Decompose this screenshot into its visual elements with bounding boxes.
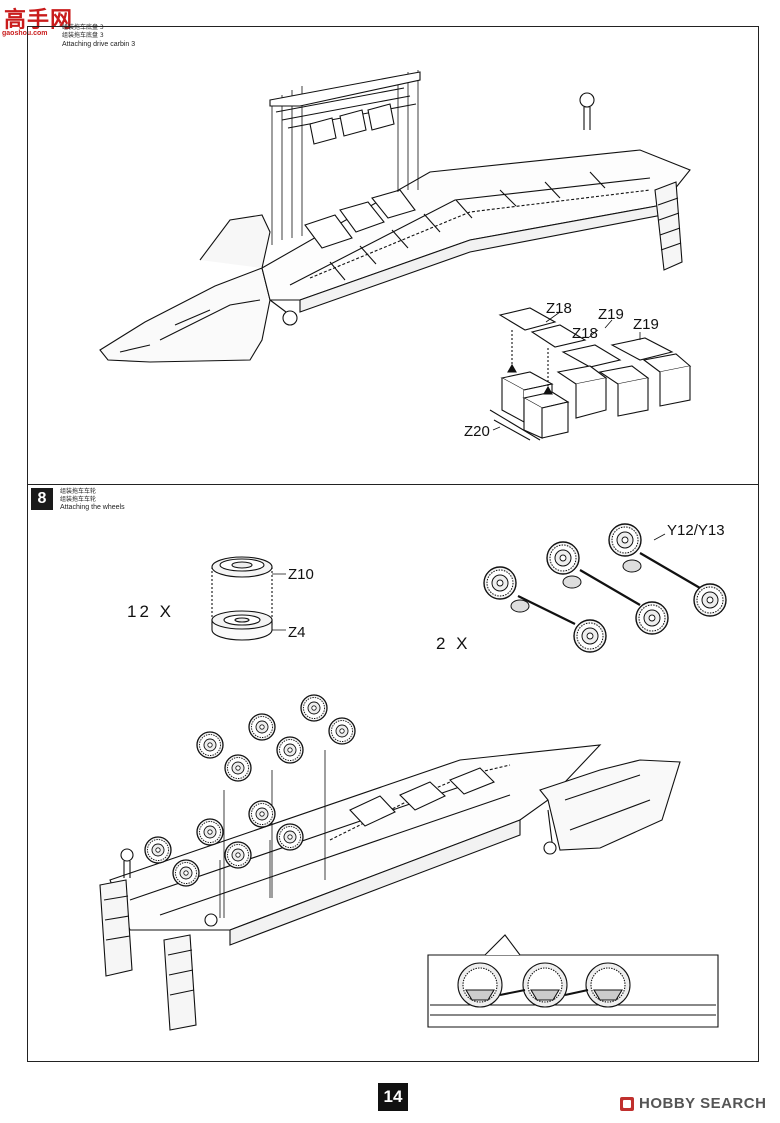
label-z19-a: Z19: [598, 306, 624, 323]
instruction-frame: [27, 26, 759, 1062]
label-z20: Z20: [464, 423, 490, 440]
step7-title-cn-2: 组装拖车底盘 3: [62, 32, 104, 39]
step7-chassis-drawing: [100, 70, 690, 362]
step7-title-cn-1: 组装拖车底盘 3: [62, 24, 104, 31]
tire-exploded-drawing: [212, 557, 286, 640]
label-z4: Z4: [288, 624, 306, 641]
step8-chassis-drawing: [100, 745, 680, 1030]
step8-number-badge: 8: [31, 488, 53, 510]
step-divider: [27, 484, 759, 485]
hobby-search-watermark: HOBBY SEARCH: [620, 1095, 766, 1112]
page-number: 14: [378, 1083, 408, 1111]
step7-boxes-inset: [490, 308, 690, 440]
label-z18-b: Z18: [572, 325, 598, 342]
site-logo-text: 高手网: [4, 8, 74, 33]
label-z10: Z10: [288, 566, 314, 583]
site-logo-url: gaoshou.com: [2, 30, 48, 37]
label-z18-a: Z18: [546, 300, 572, 317]
step8-title-cn-2: 组装拖车车轮: [60, 496, 97, 503]
step7-title-en: Attaching drive carbin 3: [62, 41, 136, 48]
axle-set-drawing: [483, 523, 727, 653]
label-y12-y13: Y12/Y13: [667, 522, 725, 539]
label-z19-b: Z19: [633, 316, 659, 333]
site-logo: 高手网 gaoshou.com: [0, 2, 120, 46]
step8-title-en: Attaching the wheels: [60, 504, 125, 511]
square-logo-icon: [620, 1096, 634, 1111]
axle-multiplier: 2 X: [436, 634, 471, 653]
tire-multiplier: 12 X: [127, 602, 174, 621]
step8-detail-inset: [428, 935, 718, 1027]
step8-title-cn-1: 组装拖车车轮: [60, 488, 97, 495]
watermark-text: HOBBY SEARCH: [639, 1095, 767, 1112]
